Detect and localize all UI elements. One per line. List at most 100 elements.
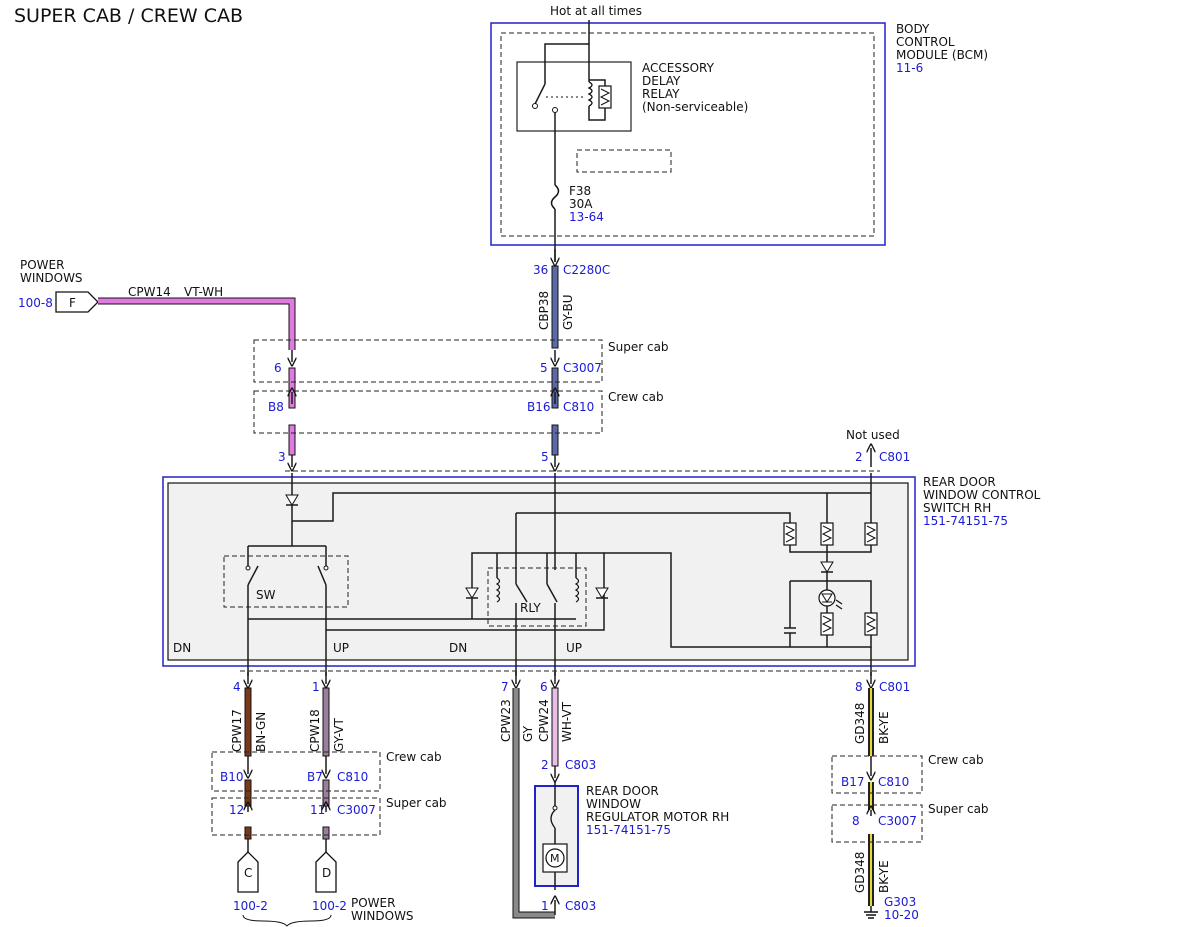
power-windows-c-ref: 100-2 — [233, 899, 268, 913]
power-windows-c-letter: C — [244, 866, 252, 880]
ground-ref: 10-20 — [884, 908, 919, 922]
rly-label: RLY — [520, 601, 541, 615]
bn-gn-wire — [245, 672, 251, 852]
wh-vt-wire — [552, 672, 558, 778]
c810-name-upper: C810 — [563, 400, 594, 414]
ground-name: G303 — [884, 895, 916, 909]
ground-color: BK-YE — [877, 860, 891, 893]
fuse-ref: 13-64 — [569, 210, 604, 224]
cpw24-circuit: CPW24 — [537, 699, 551, 742]
c810-pin-b7: B7 — [307, 770, 323, 784]
c3007-pin-12: 12 — [229, 803, 244, 817]
switch-inner-area — [167, 482, 909, 661]
motor-name-line-1: REAR DOOR — [586, 784, 659, 798]
c801-pin-3: 3 — [278, 450, 286, 464]
c810-pin-left: B8 — [268, 400, 284, 414]
bcm-ref: 11-6 — [896, 61, 923, 75]
switch-up-label-2: UP — [566, 641, 582, 655]
power-windows-top-label-2: WINDOWS — [20, 271, 83, 285]
page-title: SUPER CAB / CREW CAB — [14, 5, 243, 27]
cpw17-pin: 4 — [233, 680, 241, 694]
cpw24-color: WH-VT — [560, 701, 574, 742]
switch-dn-label-1: DN — [173, 641, 191, 655]
regulator-motor-internals — [542, 782, 568, 890]
cpw18-pin: 1 — [312, 680, 320, 694]
switch-internals: SW RLY — [223, 473, 878, 676]
power-windows-c-connector — [237, 851, 259, 893]
crew-cab-label-lower-left: Crew cab — [386, 750, 442, 764]
crew-cab-dashed-box-lower-left — [211, 751, 381, 792]
bcm-outline — [490, 22, 886, 246]
c3007-pin-11: 11 — [310, 803, 325, 817]
cpw23-pin: 7 — [501, 680, 509, 694]
fuse-f38 — [550, 184, 560, 210]
motor-name-line-2: WINDOW — [586, 797, 641, 811]
c3007-name-lower-left: C3007 — [337, 803, 376, 817]
cpw18-circuit: CPW18 — [308, 709, 322, 752]
cpw14-color: VT-WH — [184, 285, 223, 299]
bcm-inner-area — [500, 32, 875, 237]
motor-name-line-3: REGULATOR MOTOR RH — [586, 810, 729, 824]
cpw23-color: GY — [521, 725, 535, 742]
gd348-color: BK-YE — [877, 711, 891, 744]
gd348-connector-name: C801 — [879, 680, 910, 694]
ground-icon — [864, 906, 878, 919]
c810-pin-b17: B17 — [841, 775, 865, 789]
crew-cab-dashed-box-upper — [253, 390, 603, 434]
power-windows-d-ref: 100-2 — [312, 899, 347, 913]
c803-top-pin: 2 — [541, 758, 549, 772]
switch-dn-label-2: DN — [449, 641, 467, 655]
c801-pin-2: 2 — [855, 450, 863, 464]
cpw17-circuit: CPW17 — [230, 709, 244, 752]
power-windows-top-label-1: POWER — [20, 258, 64, 272]
power-windows-bottom-label-2: WINDOWS — [351, 909, 414, 923]
cpw24-pin: 6 — [540, 680, 548, 694]
super-cab-dashed-box-lower-right — [831, 804, 923, 843]
cpw18-color: GY-VT — [332, 718, 346, 752]
power-windows-brace — [242, 914, 332, 927]
relay-label-line-3: RELAY — [642, 87, 680, 101]
power-windows-d-letter: D — [322, 866, 331, 880]
fuse-name: F38 — [569, 184, 591, 198]
power-windows-top-ref: 100-8 — [18, 296, 53, 310]
c3007-pin-8: 8 — [852, 814, 860, 828]
c803-bottom-name: C803 — [565, 899, 596, 913]
c801-pin-5: 5 — [541, 450, 549, 464]
switch-up-label-1: UP — [333, 641, 349, 655]
c3007-pin-left: 6 — [274, 361, 282, 375]
bcm-name-line-3: MODULE (BCM) — [896, 48, 988, 62]
super-cab-label-upper: Super cab — [608, 340, 669, 354]
gy-bu-color: GY-BU — [561, 294, 575, 330]
c2280c-pin: 36 — [533, 263, 548, 277]
c2280c-name: C2280C — [563, 263, 610, 277]
power-windows-f-letter: F — [69, 296, 76, 310]
power-windows-d-connector — [315, 851, 337, 893]
c810-name-lower-right: C810 — [878, 775, 909, 789]
relay-label-line-2: DELAY — [642, 74, 681, 88]
sw-label: SW — [256, 588, 276, 602]
switch-name-line-3: SWITCH RH — [923, 501, 991, 515]
cpw23-circuit: CPW23 — [499, 699, 513, 742]
bk-ye-wire — [868, 672, 874, 906]
motor-symbol: M — [550, 852, 560, 865]
c3007-name-upper: C3007 — [563, 361, 602, 375]
c3007-name-lower-right: C3007 — [878, 814, 917, 828]
crew-cab-label-lower-right: Crew cab — [928, 753, 984, 767]
not-used-label: Not used — [846, 428, 900, 442]
c3007-pin-right: 5 — [540, 361, 548, 375]
gy-bu-wire — [552, 249, 558, 467]
power-windows-f-connector — [55, 291, 99, 313]
bcm-internal-dashed-box — [576, 149, 672, 173]
c810-name-lower-left: C810 — [337, 770, 368, 784]
relay-label-line-4: (Non-serviceable) — [642, 100, 748, 114]
c803-bottom-pin: 1 — [541, 899, 549, 913]
cpw14-circuit: CPW14 — [128, 285, 171, 299]
ground-circuit: GD348 — [853, 852, 867, 893]
bcm-name-line-1: BODY — [896, 22, 930, 36]
cpw17-color: BN-GN — [254, 712, 268, 752]
switch-ref: 151-74151-75 — [923, 514, 1008, 528]
motor-ref: 151-74151-75 — [586, 823, 671, 837]
gy-wire — [516, 672, 555, 919]
gd348-pin: 8 — [855, 680, 863, 694]
